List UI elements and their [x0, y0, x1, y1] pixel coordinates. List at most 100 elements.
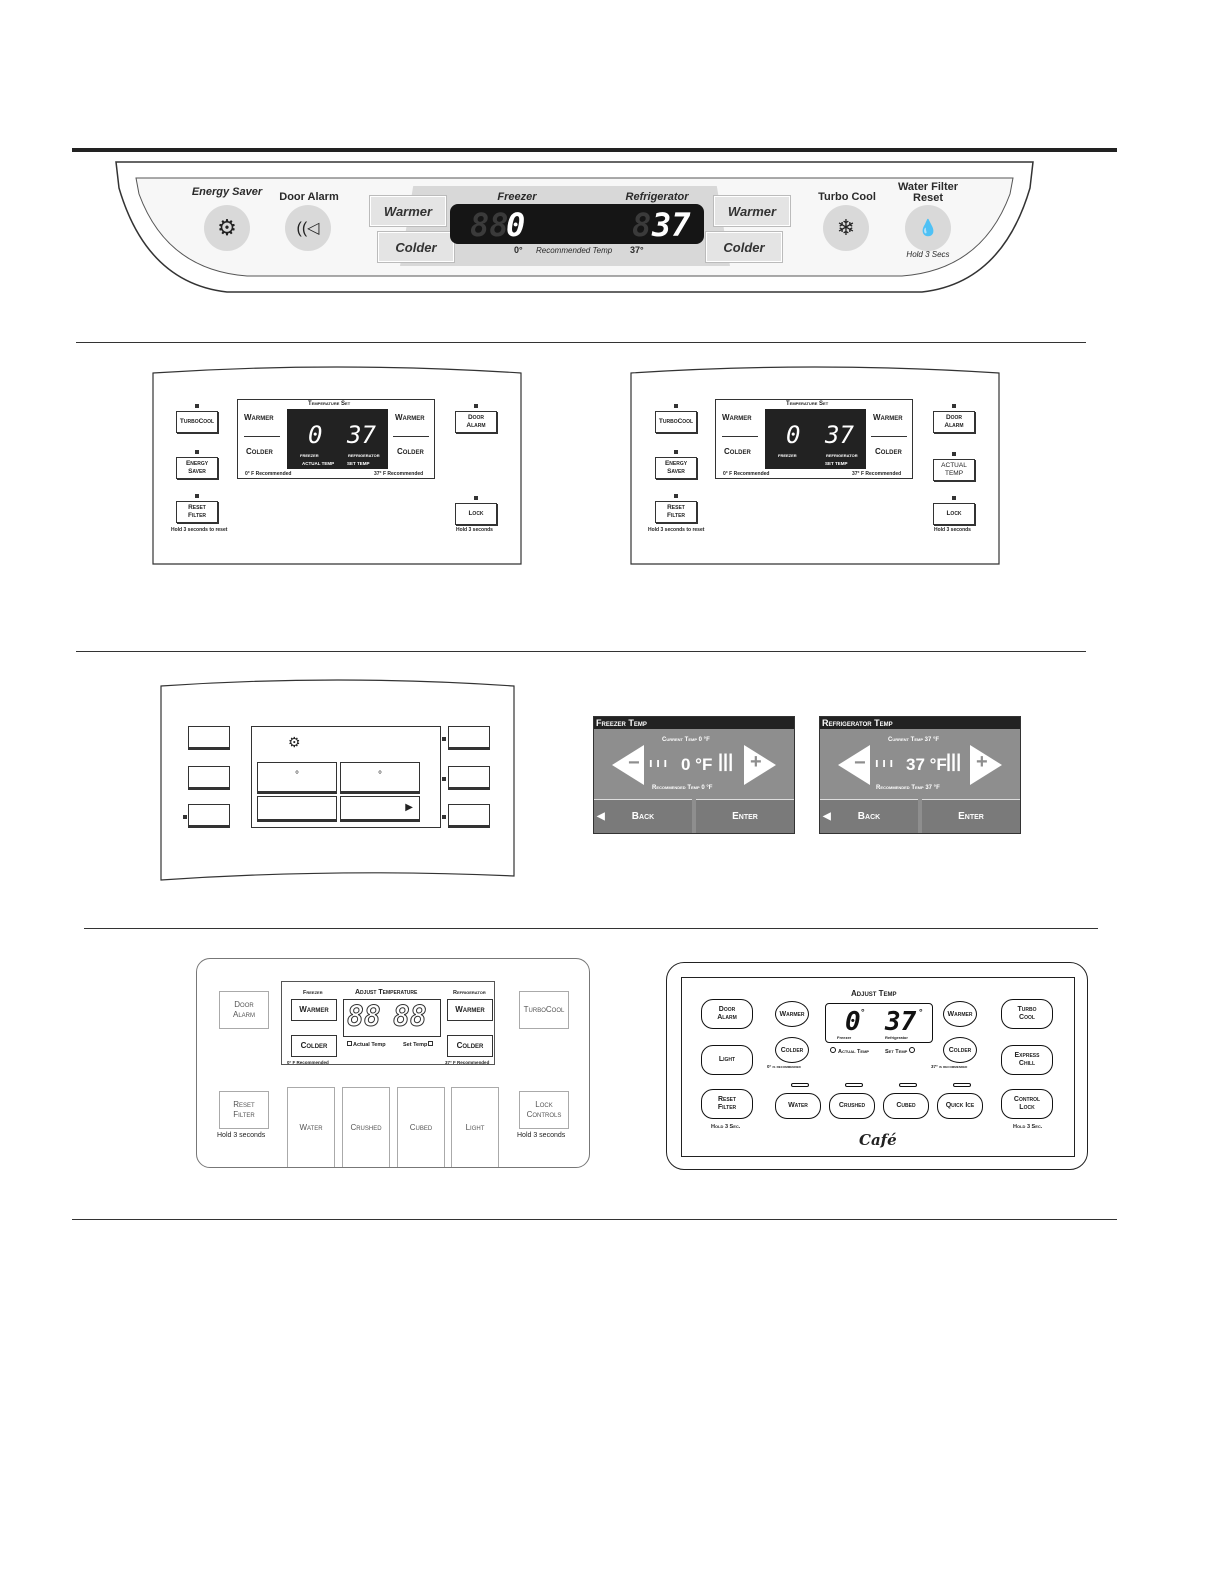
freezer-warmer-button[interactable]: Warmer: [775, 1001, 809, 1027]
light-button[interactable]: Light: [701, 1045, 753, 1075]
freezer-caption: FREEZER: [778, 453, 797, 458]
reset-line-2: Filter: [187, 512, 207, 519]
rec-fridge-caption: 37° F Recommended: [445, 1060, 490, 1065]
fridge-colder-button[interactable]: Colder: [447, 1035, 493, 1057]
left-button-3[interactable]: [188, 804, 230, 826]
hold-reset-label: Hold 3 seconds to reset: [648, 527, 705, 533]
panel-dispenser-top: Energy Saver ⚙ Door Alarm ((◁ Freezer Re…: [112, 158, 1037, 298]
turbo-cool-button[interactable]: ❄: [823, 205, 869, 251]
fridge-colder-button[interactable]: Colder: [943, 1037, 977, 1063]
freezer-temp-field[interactable]: °: [257, 762, 337, 792]
minus-glyph: −: [628, 752, 640, 774]
quick-ice-button[interactable]: Quick Ice: [937, 1093, 983, 1119]
rec-fridge-caption: 37° F Recommended: [374, 471, 424, 477]
energy-saver-button[interactable]: ⚙: [204, 205, 250, 251]
fridge-warmer-button[interactable]: Warmer: [395, 413, 425, 422]
recommended-temp-label: Recommended Temp: [536, 246, 613, 255]
left-button-2[interactable]: [188, 766, 230, 788]
fridge-warmer-button[interactable]: Warmer: [873, 413, 903, 422]
light-button[interactable]: Light: [451, 1087, 499, 1167]
enter-button[interactable]: Enter: [696, 799, 794, 833]
freezer-caption: Freezer: [837, 1035, 852, 1040]
lock-button[interactable]: Lock: [455, 503, 497, 525]
turbocool-button[interactable]: TurboCool: [176, 411, 218, 433]
lower-left-field[interactable]: [257, 796, 337, 820]
actual-line-2: TEMP: [944, 470, 964, 477]
fridge-digits: 88: [393, 1000, 428, 1033]
freezer-colder-button[interactable]: Colder: [291, 1035, 337, 1057]
right-button-3[interactable]: [448, 804, 490, 826]
decrease-icon[interactable]: [838, 745, 870, 785]
water-filter-label: Water Filter: [897, 181, 959, 193]
fridge-colder-button[interactable]: Colder: [875, 447, 902, 456]
freezer-colder-button[interactable]: Colder: [246, 447, 273, 456]
freezer-temp: 0: [308, 421, 323, 449]
freezer-warmer-button[interactable]: Warmer: [244, 413, 274, 422]
turbocool-button[interactable]: TurboCool: [519, 991, 569, 1029]
turbocool-button[interactable]: TurboCool: [655, 411, 697, 433]
enter-button[interactable]: Enter: [922, 799, 1020, 833]
back-button[interactable]: ◀Back: [594, 799, 692, 833]
energy-line-1: Energy: [664, 460, 688, 467]
fridge-colder-button[interactable]: Colder: [706, 232, 782, 262]
lower-right-field[interactable]: ▶: [340, 796, 420, 820]
increase-icon[interactable]: [970, 745, 1002, 785]
freezer-warmer-button[interactable]: Warmer: [370, 196, 446, 226]
temp-set-box: [715, 399, 913, 479]
bars-right: |||: [718, 751, 734, 771]
right-led-2: [442, 777, 446, 781]
fridge-warmer-button[interactable]: Warmer: [714, 196, 790, 226]
water-button[interactable]: Water: [775, 1093, 821, 1119]
freezer-colder-button[interactable]: Colder: [724, 447, 751, 456]
fridge-warmer-button[interactable]: Warmer: [943, 1001, 977, 1027]
freezer-colder-button[interactable]: Colder: [775, 1037, 809, 1063]
increase-icon[interactable]: [744, 745, 776, 785]
fridge-warmer-button[interactable]: Warmer: [447, 999, 493, 1021]
fridge-colder-button[interactable]: Colder: [397, 447, 424, 456]
cubed-button[interactable]: Cubed: [883, 1093, 929, 1119]
right-button-1[interactable]: [448, 726, 490, 748]
fridge-temp-field[interactable]: °: [340, 762, 420, 792]
freezer-warmer-button[interactable]: Warmer: [291, 999, 337, 1021]
bars-right: |||: [946, 751, 962, 771]
water-button[interactable]: Water: [287, 1087, 335, 1167]
freezer-divider: [244, 436, 280, 437]
left-button-1[interactable]: [188, 726, 230, 748]
freezer-temp: 0: [845, 1007, 861, 1037]
freezer-warmer-button[interactable]: Warmer: [722, 413, 752, 422]
cubed-button[interactable]: Cubed: [397, 1087, 445, 1167]
crushed-button[interactable]: Crushed: [342, 1087, 390, 1167]
water-filter-reset-button[interactable]: 💧: [905, 205, 951, 251]
rec-freezer-caption: 0° F Recommended: [245, 471, 292, 477]
decrease-icon[interactable]: [612, 745, 644, 785]
crushed-button[interactable]: Crushed: [829, 1093, 875, 1119]
lock-button[interactable]: Lock: [933, 503, 975, 525]
right-button-2[interactable]: [448, 766, 490, 788]
fridge-temp: 37: [347, 421, 376, 449]
door-alarm-led: [952, 404, 956, 408]
back-button[interactable]: ◀Back: [820, 799, 918, 833]
freezer-colder-button[interactable]: Colder: [378, 232, 454, 262]
fridge-ghost-digits: 88: [632, 209, 652, 241]
panel-outline: [160, 679, 515, 881]
minus-glyph: −: [854, 752, 866, 774]
door-alarm-button[interactable]: ((◁: [285, 205, 331, 251]
actual-line-1: ACTUAL: [941, 462, 967, 469]
